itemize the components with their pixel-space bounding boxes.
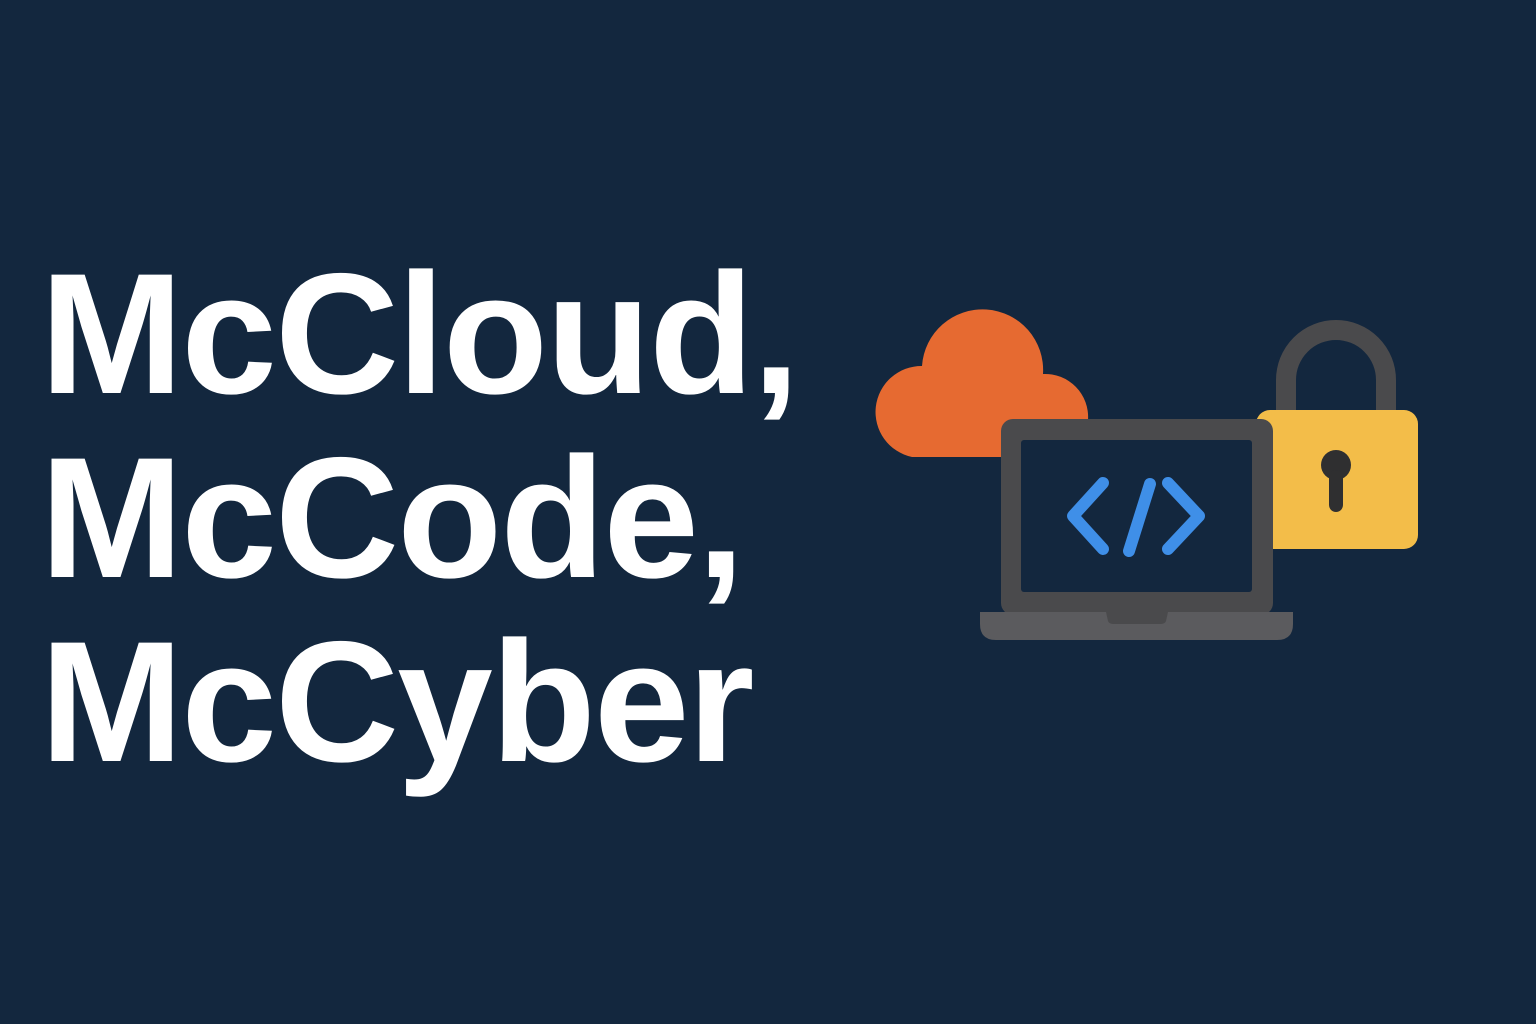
headline-line-cloud: McCloud, [40, 238, 800, 430]
laptop-code-icon [980, 419, 1293, 640]
illustration [875, 309, 1418, 640]
keyhole-top [1321, 450, 1351, 480]
lock-shackle [1276, 320, 1396, 415]
laptop-base-notch [1106, 612, 1168, 624]
padlock-icon [1256, 320, 1418, 549]
code-bracket-left [1067, 477, 1109, 555]
laptop-base [980, 612, 1293, 640]
headline-line-code: McCode, [40, 422, 745, 614]
headline-line-cyber: McCyber [40, 606, 754, 798]
code-slash [1123, 478, 1156, 557]
code-brackets-icon [1067, 477, 1205, 557]
headline: McCloud, McCode, McCyber [40, 238, 800, 798]
code-bracket-right [1162, 477, 1205, 555]
keyhole-slot [1329, 470, 1343, 512]
